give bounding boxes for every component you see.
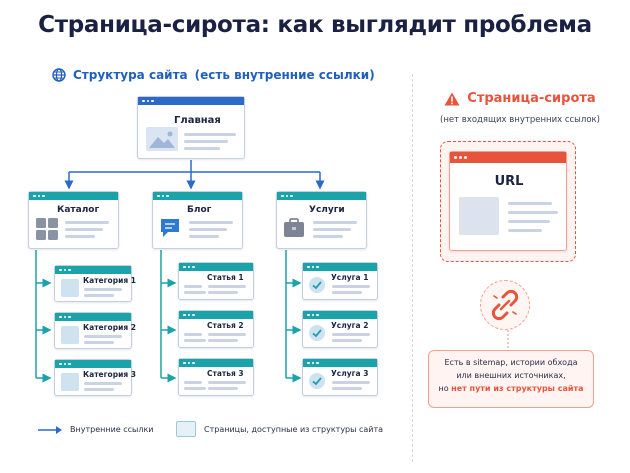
child-label: Услуга 3 [331, 369, 369, 378]
orphan-subtitle: (нет входящих внутренних ссылок) [440, 115, 600, 125]
child-label: Статья 3 [207, 369, 244, 378]
legend-links-label: Внутренние ссылки [70, 425, 154, 434]
legend-internal-links: Внутренние ссылки [38, 425, 154, 434]
orphan-page-url: URL [494, 174, 524, 189]
page-tile-icon [61, 279, 79, 297]
legend-reachable-pages: Страницы, доступные из структуры сайта [176, 421, 383, 437]
child-label: Категория 2 [83, 323, 136, 332]
child-card-category-3: Категория 3 [54, 359, 136, 396]
child-card-service-1: Услуга 1 [302, 262, 378, 300]
home-page-card: Главная [137, 96, 245, 159]
child-label: Категория 3 [83, 370, 136, 379]
note-line-3-highlight: нет пути из структуры сайта [451, 384, 584, 393]
structure-subheading: (есть внутренние ссылки) [194, 68, 375, 82]
legend-pages-label: Страницы, доступные из структуры сайта [204, 424, 384, 434]
broken-link-icon [491, 289, 519, 321]
chat-bubble-icon [161, 219, 179, 237]
orphan-page-card: URL [449, 151, 567, 251]
orphan-heading-text: Страница-сирота [467, 91, 596, 106]
check-circle-icon [309, 277, 325, 293]
child-card-service-3: Услуга 3 [302, 358, 378, 396]
section-label: Услуги [309, 205, 345, 215]
section-card-blog: Блог [152, 191, 243, 249]
child-card-article-1: Статья 1 [178, 262, 254, 300]
child-label: Статья 1 [207, 273, 244, 282]
page-tile-icon [61, 373, 79, 391]
child-card-article-3: Статья 3 [178, 358, 254, 396]
child-card-article-2: Статья 2 [178, 310, 254, 348]
globe-icon [52, 68, 66, 82]
child-label: Услуга 1 [331, 273, 369, 282]
section-label: Каталог [57, 205, 100, 215]
warning-icon [444, 92, 460, 105]
note-line-3: но нет пути из структуры сайта [429, 382, 593, 395]
structure-heading-text: Структура сайта [73, 68, 188, 82]
section-card-catalog: Каталог [28, 191, 119, 249]
image-placeholder [459, 197, 499, 235]
child-label: Услуга 2 [331, 321, 369, 330]
section-card-services: Услуги [276, 191, 367, 249]
home-to-sections-connector [64, 160, 325, 190]
section-label: Блог [187, 205, 212, 215]
page-tile-icon [61, 326, 79, 344]
connector-line [507, 330, 509, 350]
check-circle-icon [309, 373, 325, 389]
child-label: Категория 1 [83, 276, 136, 285]
image-placeholder-icon [146, 127, 178, 151]
structure-heading: Структура сайта (есть внутренние ссылки) [52, 68, 375, 82]
arrow-right-icon [38, 425, 62, 434]
check-circle-icon [309, 325, 325, 341]
child-label: Статья 2 [207, 321, 244, 330]
section-divider [412, 74, 413, 462]
child-card-category-1: Категория 1 [54, 265, 136, 302]
child-card-service-2: Услуга 2 [302, 310, 378, 348]
note-line-1: Есть в sitemap, истории обхода [444, 358, 578, 367]
child-card-category-2: Категория 2 [54, 312, 136, 349]
legend-swatch [176, 421, 196, 437]
briefcase-icon [284, 218, 304, 237]
page-title: Страница-сирота: как выглядит проблема [38, 12, 592, 38]
broken-link-badge [480, 280, 530, 330]
note-line-3-prefix: но [438, 384, 449, 393]
section-to-children-connector [35, 250, 302, 383]
orphan-note: Есть в sitemap, истории обхода или внешн… [428, 350, 594, 408]
grid-icon [36, 218, 58, 240]
home-page-label: Главная [174, 115, 221, 126]
orphan-heading: Страница-сирота [418, 91, 622, 106]
note-line-2: или внешних источниках, [456, 371, 566, 380]
